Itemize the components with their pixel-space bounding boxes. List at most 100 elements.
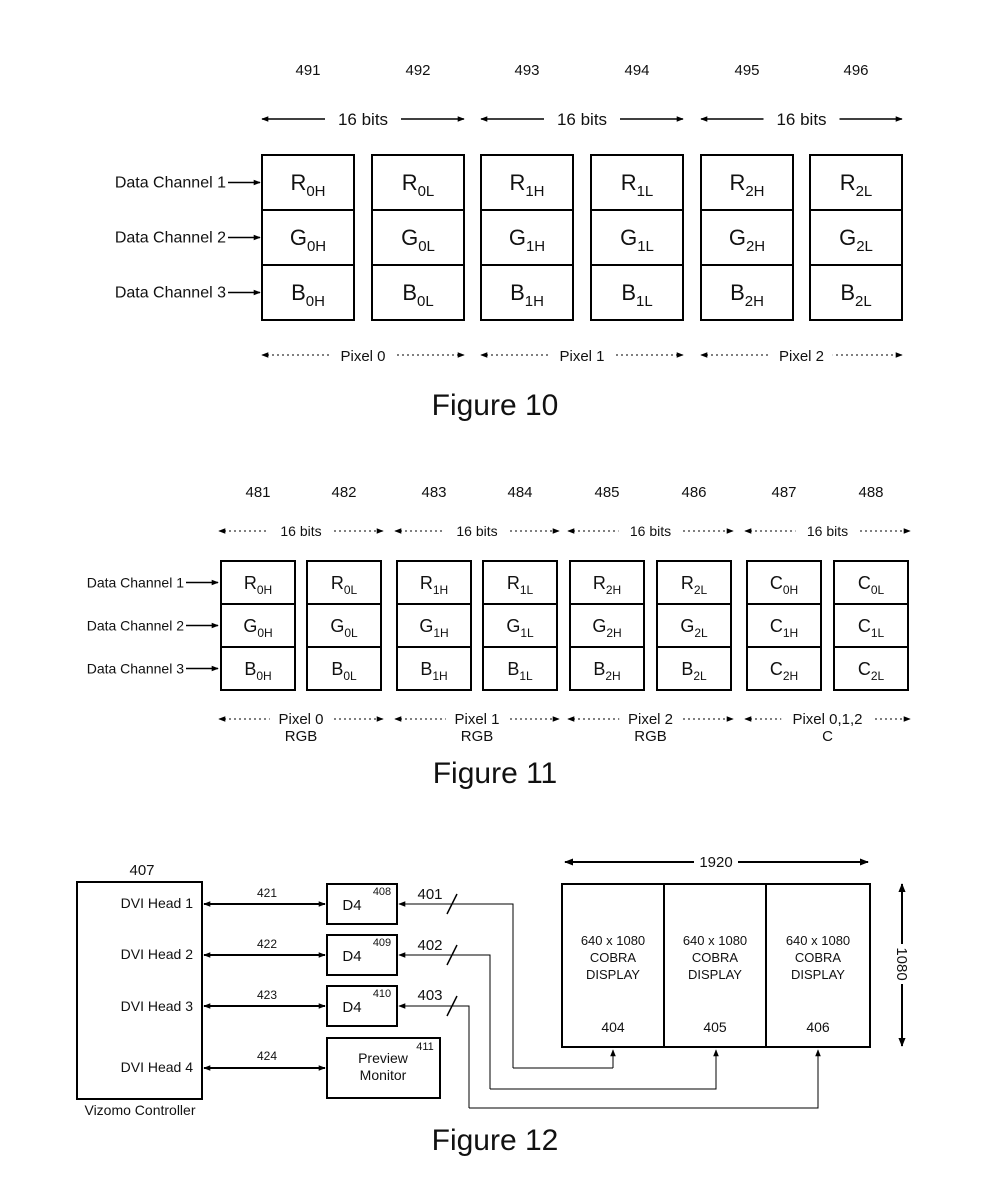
dvi-head-3-label: DVI Head 3 xyxy=(121,998,194,1014)
height-dimension-gap xyxy=(892,944,912,984)
svg-text:COBRA: COBRA xyxy=(795,950,842,965)
fig11-channel-2-label: Data Channel 2 xyxy=(87,618,185,634)
fig11-cell-B1L xyxy=(482,646,558,691)
fig10-bits-1-gap xyxy=(325,109,401,129)
fig10-pixel-2-label: Pixel 2 xyxy=(779,348,824,365)
fig11-pixel-0-label: Pixel 0 xyxy=(278,711,323,728)
fig11-pixel-2-gap xyxy=(619,710,682,728)
fig10-bits-3-label: 16 bits xyxy=(776,110,826,129)
fig11-cell-text-R1H: R1H xyxy=(420,573,448,597)
fig11-pixel-1-label: Pixel 1 xyxy=(454,711,499,728)
cable-402-slash xyxy=(446,944,458,966)
fig11-cell-text-C1L: C1L xyxy=(858,616,885,640)
fig11-cell-text-C0L: C0L xyxy=(858,573,885,597)
fig10-cell-text-G0H: G0H xyxy=(290,225,326,255)
fig10-ref-492: 492 xyxy=(405,62,430,79)
fig11-cell-text-B1L: B1L xyxy=(507,659,533,683)
fig11-bits-4-label: 16 bits xyxy=(807,523,848,539)
fig11-cell-text-R2H: R2H xyxy=(593,573,621,597)
fig10-cell-text-R0L: R0L xyxy=(402,170,435,200)
fig11-cell-text-B0H: B0H xyxy=(244,659,271,683)
fig11-cell-text-B2H: B2H xyxy=(593,659,620,683)
width-dimension-label: 1920 xyxy=(699,854,732,871)
fig10-cell-G2H xyxy=(700,209,794,266)
preview-monitor-ref: 411 xyxy=(416,1041,434,1053)
fig10-cell-B2H xyxy=(700,264,794,321)
fig11-cell-C0L xyxy=(833,560,909,605)
fig10-cell-text-G0L: G0L xyxy=(401,225,435,255)
fig10-bits-3-gap xyxy=(763,109,840,129)
fig11-bits-2-label: 16 bits xyxy=(456,523,497,539)
fig10-channel-3-label: Data Channel 3 xyxy=(115,285,226,302)
fig11-cell-text-B0L: B0L xyxy=(331,659,357,683)
fig10-pixel-1-gap xyxy=(550,346,614,364)
height-dimension-label: 1080 xyxy=(893,947,910,980)
fig11-cell-C2L xyxy=(833,646,909,691)
vizomo-controller-box xyxy=(76,881,203,1100)
d4-box-408 xyxy=(326,883,398,925)
preview-monitor-box xyxy=(326,1037,441,1099)
cable-402-link xyxy=(490,1049,719,1090)
figure-10-caption: Figure 10 xyxy=(432,389,559,422)
cable-ref-403: 403 xyxy=(417,987,442,1004)
fig11-cell-text-G1L: G1L xyxy=(506,616,534,640)
fig10-pixel-1-label: Pixel 1 xyxy=(559,348,604,365)
fig10-cell-text-B0L: B0L xyxy=(402,280,433,310)
dvi-head-4-label: DVI Head 4 xyxy=(121,1059,194,1075)
cobra-display-406 xyxy=(765,883,871,1048)
svg-text:640 x 1080: 640 x 1080 xyxy=(786,933,850,948)
fig11-ref-483: 483 xyxy=(421,484,446,501)
cable-403 xyxy=(398,1003,470,1108)
fig10-ref-493: 493 xyxy=(514,62,539,79)
fig10-cell-text-B1H: B1H xyxy=(510,280,544,310)
fig11-cell-B0H xyxy=(220,646,296,691)
dvi-head-1-label: DVI Head 1 xyxy=(121,895,194,911)
fig10-cell-text-B2L: B2L xyxy=(840,280,871,310)
fig10-channel-1-label: Data Channel 1 xyxy=(115,175,226,192)
fig11-bits-1-label: 16 bits xyxy=(280,523,321,539)
fig11-ref-482: 482 xyxy=(331,484,356,501)
fig11-cell-text-C2L: C2L xyxy=(858,659,885,683)
fig10-cell-text-R2H: R2H xyxy=(729,170,764,200)
fig10-cell-text-G2H: G2H xyxy=(729,225,765,255)
link-ref-421: 421 xyxy=(257,886,277,900)
fig11-cell-B0L xyxy=(306,646,382,691)
fig10-cell-R0H xyxy=(261,154,355,211)
cable-ref-402: 402 xyxy=(417,937,442,954)
fig11-cell-G1H xyxy=(396,603,472,648)
cable-401 xyxy=(398,901,514,1068)
fig11-ref-486: 486 xyxy=(681,484,706,501)
fig11-cell-text-B2L: B2L xyxy=(681,659,707,683)
fig10-cell-G0H xyxy=(261,209,355,266)
fig11-bits-2-gap xyxy=(445,522,509,540)
fig10-bits-1-label: 16 bits xyxy=(338,110,388,129)
fig11-cell-G0H xyxy=(220,603,296,648)
fig11-cell-B2L xyxy=(656,646,732,691)
d4-label-409: D4 xyxy=(342,948,361,965)
width-dimension-gap xyxy=(694,852,738,872)
cable-401-slash xyxy=(446,893,458,915)
fig11-channel-3-label: Data Channel 3 xyxy=(87,661,185,677)
fig11-cell-text-R1L: R1L xyxy=(507,573,534,597)
svg-text:404: 404 xyxy=(601,1019,625,1035)
svg-text:640 x 1080: 640 x 1080 xyxy=(683,933,747,948)
fig11-cell-text-R0H: R0H xyxy=(244,573,272,597)
fig11-ref-487: 487 xyxy=(771,484,796,501)
d4-label-408: D4 xyxy=(342,897,361,914)
fig10-cell-B1H xyxy=(480,264,574,321)
fig11-pixel-0-sublabel: RGB xyxy=(285,728,318,745)
fig11-cell-C0H xyxy=(746,560,822,605)
svg-text:405: 405 xyxy=(703,1019,727,1035)
fig10-cell-text-G1L: G1L xyxy=(620,225,654,255)
fig10-cell-B2L xyxy=(809,264,903,321)
controller-label: Vizomo Controller xyxy=(84,1102,195,1118)
fig11-bits-3-gap xyxy=(618,522,683,540)
fig10-pixel-0-label: Pixel 0 xyxy=(340,348,385,365)
fig11-pixel-3-sublabel: C xyxy=(822,728,833,745)
fig11-cell-B2H xyxy=(569,646,645,691)
fig11-channel-1-label: Data Channel 1 xyxy=(87,575,185,591)
fig11-ref-481: 481 xyxy=(245,484,270,501)
link-ref-422: 422 xyxy=(257,937,277,951)
link-ref-423: 423 xyxy=(257,988,277,1002)
